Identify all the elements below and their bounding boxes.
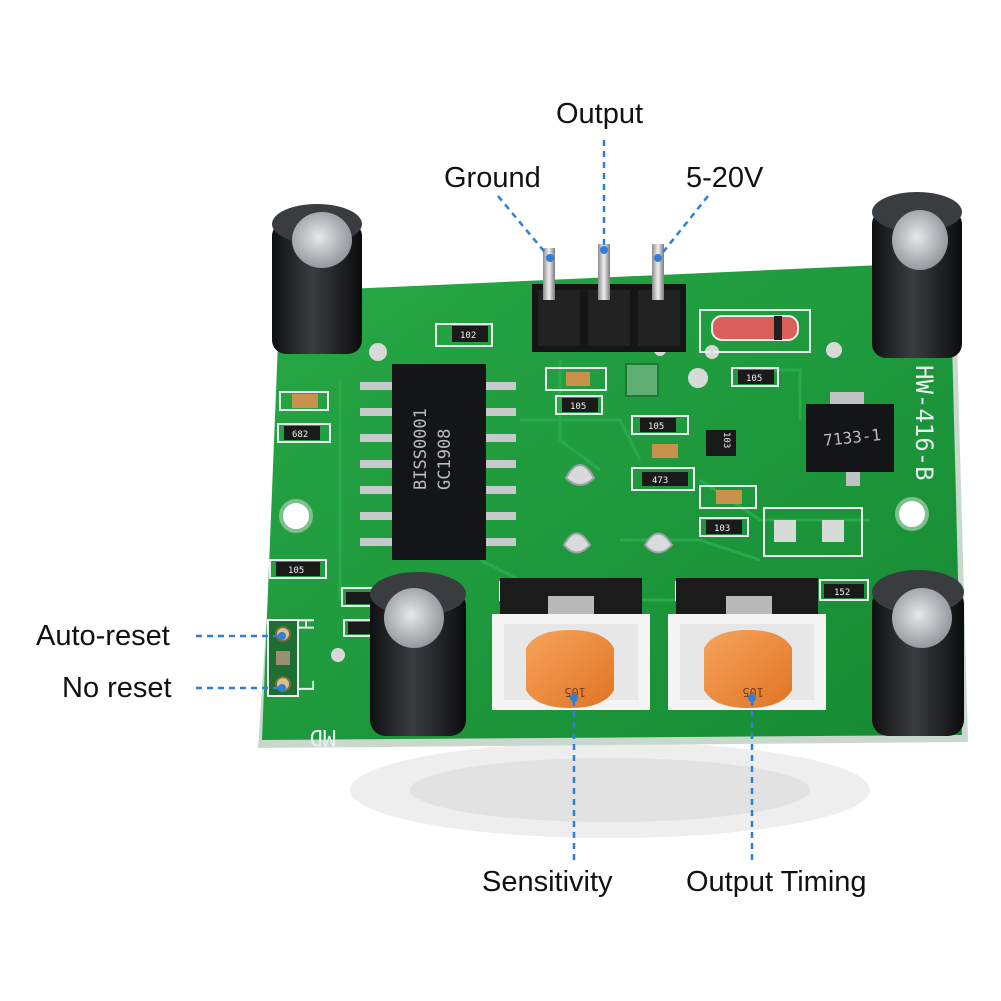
- jumper-h-marking: H: [295, 618, 319, 630]
- voltage-regulator: 7133-1: [806, 392, 894, 486]
- board-model-marking: HW-416-B: [910, 365, 938, 481]
- smd-resistor: 102: [452, 326, 488, 342]
- svg-text:105: 105: [648, 422, 664, 432]
- no-reset-label: No reset: [62, 672, 172, 704]
- ground-leader-line: [497, 195, 549, 257]
- output-timing-label: Output Timing: [686, 866, 867, 898]
- electrolytic-capacitor-top-right: [872, 192, 962, 358]
- svg-text:103: 103: [721, 432, 731, 448]
- svg-text:682: 682: [292, 430, 308, 440]
- electrolytic-capacitor-top-left: [272, 204, 362, 354]
- smd-resistor: 105: [276, 562, 320, 576]
- timing-potentiometer: 105: [668, 578, 826, 710]
- smd-resistor: 103: [706, 430, 736, 456]
- sensitivity-pot-code: 105: [564, 685, 586, 699]
- svg-text:105: 105: [746, 374, 762, 384]
- smd-resistor: [348, 622, 370, 634]
- auto-reset-label: Auto-reset: [36, 620, 170, 652]
- svg-text:105: 105: [288, 566, 304, 576]
- power-leader-line: [659, 195, 709, 257]
- diode: [711, 315, 799, 341]
- smd-capacitor: [566, 372, 590, 386]
- svg-text:103: 103: [714, 524, 730, 534]
- smd-resistor: [346, 592, 372, 604]
- smd-components: 102 105 105 105 682 103 473 103 105 152: [276, 326, 864, 634]
- jumper-l-marking: L: [295, 680, 319, 692]
- svg-text:473: 473: [652, 476, 668, 486]
- smd-resistor: 105: [738, 370, 774, 384]
- ground-label: Ground: [444, 162, 541, 194]
- smd-resistor: 105: [640, 418, 676, 432]
- svg-text:105: 105: [570, 402, 586, 412]
- smd-resistor: 105: [562, 398, 598, 412]
- svg-text:152: 152: [834, 588, 850, 598]
- smd-resistor: 103: [706, 520, 742, 534]
- sensitivity-label: Sensitivity: [482, 866, 613, 898]
- md-marking: MD: [310, 724, 337, 749]
- header-pins: [532, 244, 686, 352]
- power-pin: [652, 244, 664, 300]
- mounting-hole-left: [279, 499, 313, 533]
- output-label: Output: [556, 98, 644, 130]
- fresnel-lens-dome: [350, 742, 870, 838]
- smd-capacitor: [652, 444, 678, 458]
- smd-resistor: 152: [824, 584, 864, 598]
- power-label: 5-20V: [686, 162, 764, 194]
- electrolytic-capacitor-bottom-right: [872, 570, 964, 736]
- ic-marking-line-2: GC1908: [435, 429, 455, 490]
- smd-capacitor: [716, 490, 742, 504]
- smd-resistor: 682: [284, 426, 320, 440]
- smd-resistor: 473: [642, 472, 688, 486]
- ic-marking-line-1: BISS0001: [411, 408, 431, 490]
- leader-lines: [196, 140, 754, 864]
- timing-pot-code: 105: [742, 685, 764, 699]
- svg-text:102: 102: [460, 331, 476, 341]
- output-pin: [598, 244, 610, 300]
- mounting-hole-right: [895, 497, 929, 531]
- sensitivity-potentiometer: 105: [492, 578, 650, 710]
- biss0001-ic: BISS0001 GC1908: [360, 364, 516, 560]
- smd-capacitor: [292, 394, 318, 408]
- electrolytic-capacitor-bottom-left: [370, 572, 466, 736]
